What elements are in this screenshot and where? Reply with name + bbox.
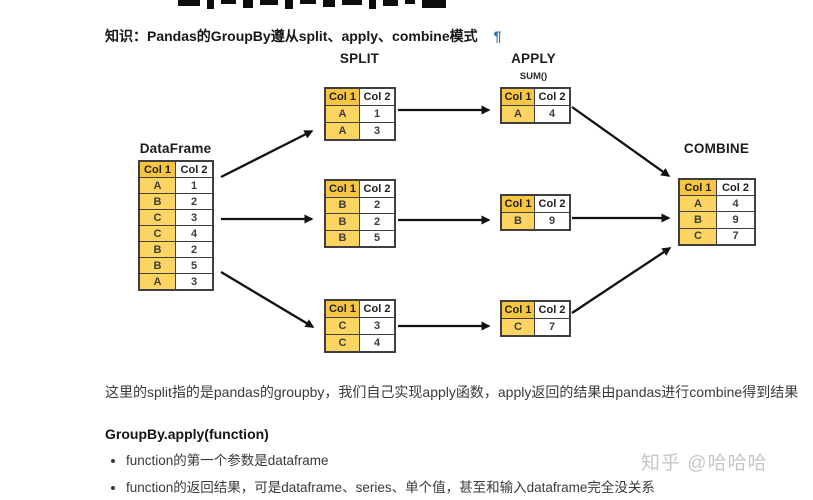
data-cell: B <box>138 241 176 258</box>
cropped-title-fragment <box>178 0 458 10</box>
data-cell: 1 <box>359 105 396 123</box>
data-cell: 7 <box>534 318 571 337</box>
header-cell: Col 1 <box>324 179 360 198</box>
data-cell: 4 <box>534 105 571 124</box>
data-cell: B <box>678 211 717 229</box>
data-cell: C <box>138 209 176 226</box>
combine-label: COMBINE <box>683 141 750 156</box>
data-cell: 5 <box>175 257 214 274</box>
pilcrow-mark: ¶ <box>493 28 502 44</box>
arrow-df-to-split-a <box>220 129 314 179</box>
data-cell: 9 <box>716 211 756 229</box>
data-cell: 2 <box>175 241 214 258</box>
data-cell: B <box>138 193 176 210</box>
knowledge-heading-text: 知识：Pandas的GroupBy遵从split、apply、combine模式 <box>105 28 478 44</box>
header-cell: Col 1 <box>500 87 535 106</box>
data-cell: A <box>324 122 360 141</box>
data-cell: C <box>324 317 360 335</box>
bullet-item: function的第一个参数是dataframe <box>126 449 655 469</box>
header-cell: Col 1 <box>678 178 717 197</box>
header-cell: Col 1 <box>138 160 176 178</box>
header-cell: Col 2 <box>716 178 756 197</box>
data-cell: 1 <box>175 177 214 194</box>
data-cell: A <box>138 177 176 194</box>
data-cell: 9 <box>534 212 571 231</box>
data-cell: 4 <box>716 195 756 213</box>
arrow-apply-c-to-combine <box>571 247 672 314</box>
knowledge-heading: 知识：Pandas的GroupBy遵从split、apply、combine模式… <box>105 26 501 46</box>
data-cell: 3 <box>175 209 214 226</box>
arrow-apply-a-to-combine <box>571 106 671 177</box>
data-cell: 4 <box>359 334 396 353</box>
header-cell: Col 2 <box>534 300 571 319</box>
data-cell: 7 <box>716 227 756 246</box>
data-cell: A <box>678 195 717 213</box>
data-cell: 3 <box>175 273 214 291</box>
data-cell: 2 <box>175 193 214 210</box>
header-cell: Col 2 <box>359 87 396 106</box>
explanation-paragraph: 这里的split指的是pandas的groupby，我们自己实现apply函数，… <box>105 384 799 400</box>
header-cell: Col 1 <box>324 299 360 318</box>
header-cell: Col 2 <box>175 160 214 178</box>
data-cell: B <box>500 212 535 231</box>
data-cell: C <box>500 318 535 337</box>
apply-label: APPLY <box>511 51 556 66</box>
header-cell: Col 2 <box>359 179 396 198</box>
data-cell: 3 <box>359 317 396 335</box>
data-cell: 3 <box>359 122 396 141</box>
data-cell: C <box>324 334 360 353</box>
data-cell: 4 <box>175 225 214 242</box>
data-cell: 2 <box>359 213 396 231</box>
zhihu-watermark: 知乎 @哈哈哈 <box>641 453 768 474</box>
data-cell: A <box>500 105 535 124</box>
header-cell: Col 2 <box>534 194 571 213</box>
data-cell: C <box>678 227 717 246</box>
dataframe-label: DataFrame <box>139 141 212 156</box>
header-cell: Col 2 <box>359 299 396 318</box>
data-cell: 5 <box>359 229 396 248</box>
header-cell: Col 1 <box>324 87 360 106</box>
data-cell: B <box>324 196 360 214</box>
data-cell: C <box>138 225 176 242</box>
data-cell: A <box>324 105 360 123</box>
data-cell: 2 <box>359 196 396 214</box>
header-cell: Col 1 <box>500 194 535 213</box>
bullet-item: function的返回结果，可是dataframe、series、单个值，甚至和… <box>126 476 655 496</box>
arrow-df-to-split-c <box>220 271 315 328</box>
sum-function-label: SUM() <box>519 71 548 82</box>
data-cell: B <box>138 257 176 274</box>
split-label: SPLIT <box>339 51 380 66</box>
data-cell: A <box>138 273 176 291</box>
data-cell: B <box>324 229 360 248</box>
header-cell: Col 2 <box>534 87 571 106</box>
header-cell: Col 1 <box>500 300 535 319</box>
groupby-apply-subheading: GroupBy.apply(function) <box>105 426 269 442</box>
data-cell: B <box>324 213 360 231</box>
bullet-list: function的第一个参数是dataframe function的返回结果，可… <box>108 449 655 500</box>
